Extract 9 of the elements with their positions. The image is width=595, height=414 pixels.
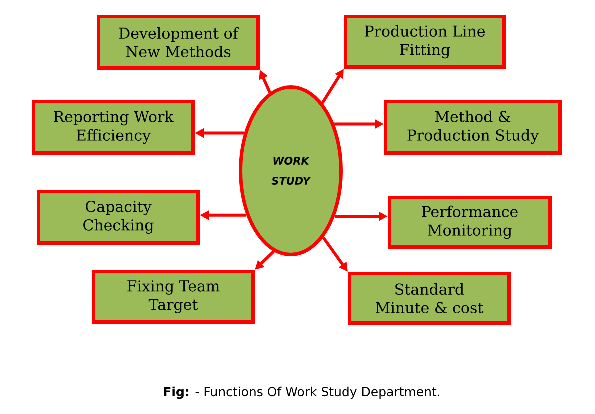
function-box: Capacity Checking bbox=[37, 190, 200, 245]
function-box: Fixing Team Target bbox=[92, 270, 255, 324]
figure-caption: Fig: - Functions Of Work Study Department. bbox=[164, 386, 440, 400]
function-box: Standard Minute & cost bbox=[348, 272, 511, 325]
function-box: Production Line Fitting bbox=[344, 15, 506, 69]
function-box: Development of New Methods bbox=[97, 15, 260, 70]
function-box: Performance Monitoring bbox=[388, 196, 552, 249]
function-box: Method & Production Study bbox=[384, 100, 562, 155]
function-box: Reporting Work Efficiency bbox=[32, 100, 195, 155]
